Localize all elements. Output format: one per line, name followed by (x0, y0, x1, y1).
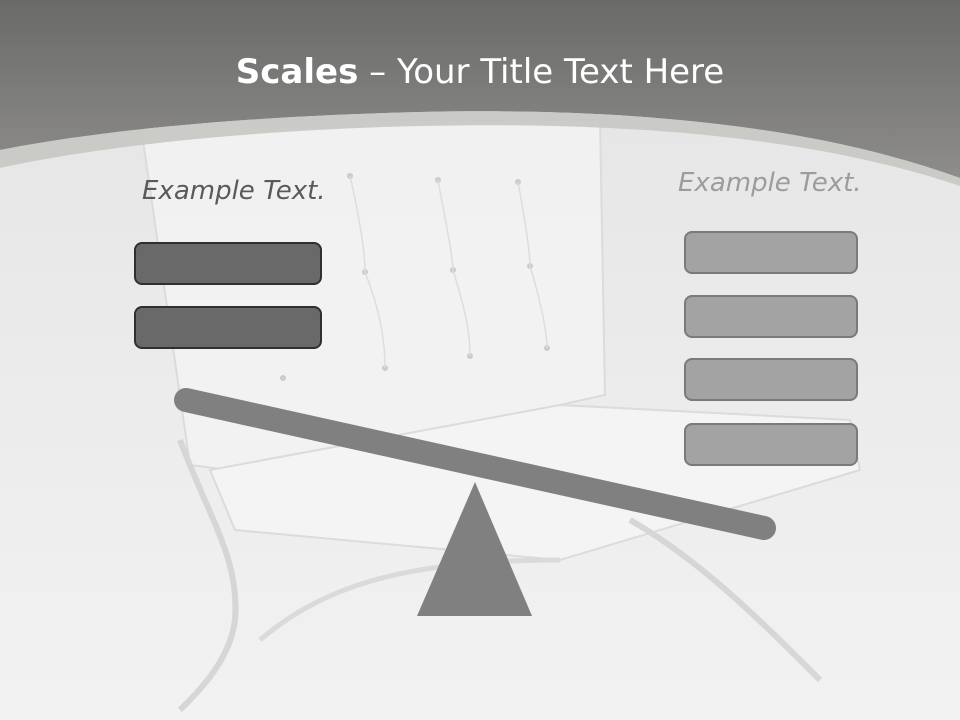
right-weight-box-4[interactable] (684, 423, 858, 466)
header-swoosh (0, 111, 960, 186)
right-weight-box-3[interactable] (684, 358, 858, 401)
right-caption: Example Text. (678, 168, 862, 198)
slide-title: Scales – Your Title Text Here (235, 52, 725, 92)
header-band (0, 0, 960, 178)
seesaw-beam-icon (174, 388, 776, 540)
right-weight-box-2[interactable] (684, 295, 858, 338)
left-weight-box-1[interactable] (134, 242, 322, 285)
left-caption: Example Text. (142, 176, 326, 206)
triangle-fulcrum-icon (417, 482, 532, 616)
left-weight-box-2[interactable] (134, 306, 322, 349)
right-weight-box-1[interactable] (684, 231, 858, 274)
